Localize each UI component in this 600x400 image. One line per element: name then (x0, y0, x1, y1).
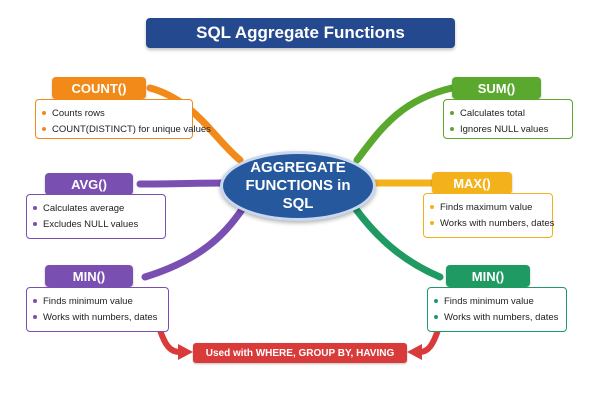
min-left-node-label: MIN() (45, 265, 133, 287)
bullet-icon (33, 222, 37, 226)
min-left-details: Finds minimum value Works with numbers, … (26, 287, 169, 332)
connector-count (146, 84, 244, 164)
avg-details: Calculates average Excludes NULL values (26, 194, 166, 239)
arrow-left-head (178, 344, 193, 360)
bullet-icon (430, 205, 434, 209)
center-node: AGGREGATE FUNCTIONS in SQL (220, 151, 376, 221)
min-right-node-label: MIN() (446, 265, 530, 287)
min-right-details: Finds minimum value Works with numbers, … (427, 287, 567, 332)
list-item: Ignores NULL values (450, 121, 566, 137)
list-item: Calculates average (33, 200, 159, 216)
max-details: Finds maximum value Works with numbers, … (423, 193, 554, 238)
connector-min-left (141, 204, 247, 281)
bullet-icon (430, 221, 434, 225)
bullet-icon (434, 315, 438, 319)
bullet-icon (450, 127, 454, 131)
avg-node-label: AVG() (45, 173, 133, 195)
list-item: COUNT(DISTINCT) for unique values (42, 121, 211, 137)
bullet-icon (42, 127, 46, 131)
connector-avg (136, 179, 229, 188)
arrow-right-head (407, 344, 422, 360)
list-item: Works with numbers, dates (33, 309, 162, 325)
list-item: Works with numbers, dates (434, 309, 560, 325)
arrow-right-shaft (417, 327, 441, 355)
connector-sum (353, 84, 456, 164)
list-item: Finds minimum value (434, 293, 560, 309)
diagram-title: SQL Aggregate Functions (146, 18, 455, 48)
count-node-label: COUNT() (52, 77, 146, 99)
usage-note: Used with WHERE, GROUP BY, HAVING (193, 343, 407, 363)
bullet-icon (33, 299, 37, 303)
connector-min-right (351, 204, 444, 281)
sum-node-label: SUM() (452, 77, 541, 99)
list-item: Finds maximum value (430, 199, 546, 215)
list-item: Finds minimum value (33, 293, 162, 309)
list-item: Counts rows (42, 105, 186, 121)
bullet-icon (42, 111, 46, 115)
list-item: Works with numbers, dates (430, 215, 554, 231)
count-details: Counts rows COUNT(DISTINCT) for unique v… (35, 99, 211, 139)
max-node-label: MAX() (432, 172, 512, 194)
list-item: Excludes NULL values (33, 216, 159, 232)
bullet-icon (450, 111, 454, 115)
bullet-icon (33, 206, 37, 210)
bullet-icon (33, 315, 37, 319)
arrow-left-shaft (157, 327, 183, 355)
bullet-icon (434, 299, 438, 303)
list-item: Calculates total (450, 105, 566, 121)
sum-details: Calculates total Ignores NULL values (443, 99, 573, 139)
